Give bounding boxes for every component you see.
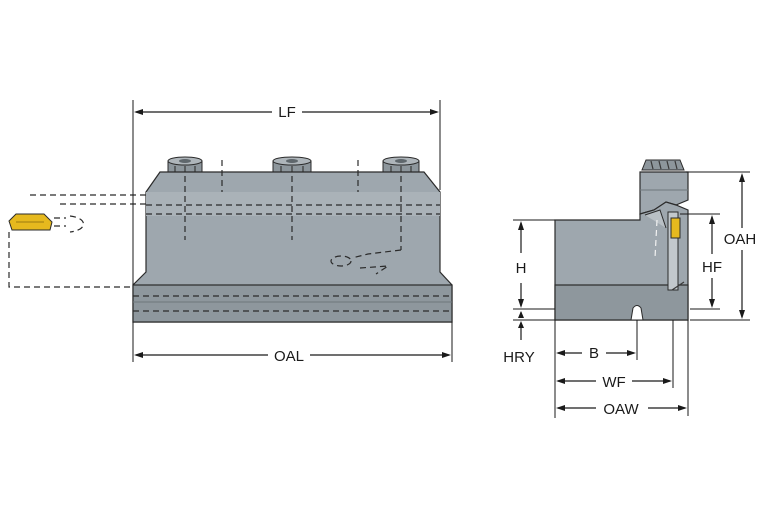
label-b: B xyxy=(589,345,599,362)
label-oah: OAH xyxy=(724,231,757,248)
side-insert xyxy=(670,217,681,239)
label-h: H xyxy=(516,260,527,277)
dimension-hry: HRY xyxy=(503,311,555,366)
base-band xyxy=(132,284,453,323)
hidden-blade-outline xyxy=(8,194,146,288)
dimension-oah: OAH xyxy=(686,171,757,321)
label-lf: LF xyxy=(278,104,296,121)
clamp-screw-right xyxy=(382,156,420,175)
cutting-insert xyxy=(8,213,85,233)
front-view: LF OAL xyxy=(8,100,453,365)
label-oaw: OAW xyxy=(603,401,639,418)
label-oal: OAL xyxy=(274,348,304,365)
dimension-hf: HF xyxy=(680,213,722,310)
side-clamp-head xyxy=(639,159,689,215)
dimension-lf: LF xyxy=(132,100,441,285)
dimension-wf: WF xyxy=(556,320,674,391)
side-base-band xyxy=(554,284,689,321)
dimension-oal: OAL xyxy=(132,322,453,365)
label-hry: HRY xyxy=(503,349,534,366)
label-wf: WF xyxy=(602,374,625,391)
dimension-h: H xyxy=(513,219,555,310)
label-hf: HF xyxy=(702,259,722,276)
blade-seat-band xyxy=(146,192,440,216)
dimension-oaw: OAW xyxy=(556,320,689,418)
dimension-b: B xyxy=(554,320,638,418)
clamp-screw-left xyxy=(167,156,203,175)
side-view: H HRY B WF xyxy=(503,159,757,418)
